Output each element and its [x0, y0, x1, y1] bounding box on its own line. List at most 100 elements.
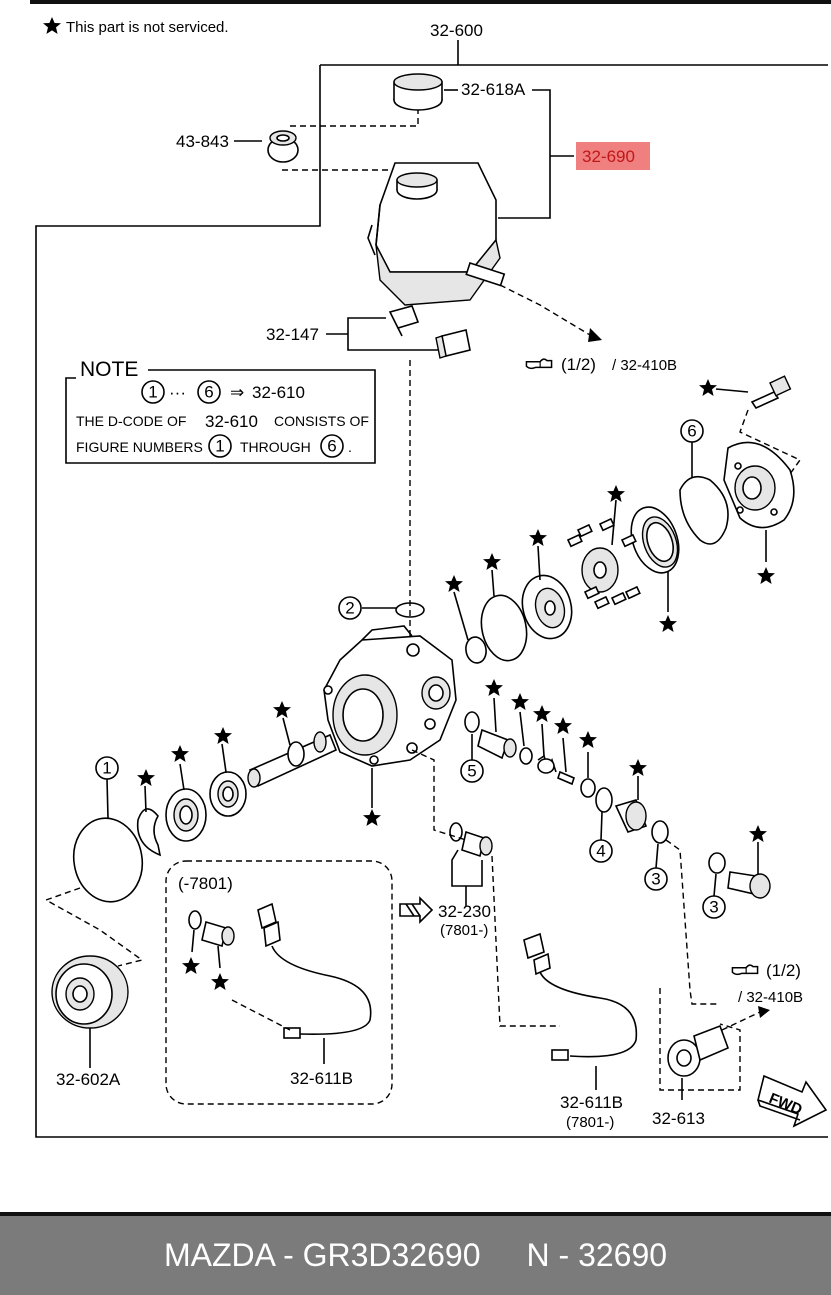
note-arrow: ⇒: [230, 383, 244, 402]
spring-star-icon: [533, 705, 551, 722]
clip-label: 32-147: [266, 325, 319, 344]
cap-label: 32-618A: [461, 80, 526, 99]
valve-star-leader: [493, 697, 497, 733]
note-line2-code: 32-610: [205, 412, 258, 431]
cam-ring: [630, 506, 680, 574]
plate-star-icon: [529, 529, 547, 546]
switch-link: [411, 749, 467, 841]
bearing: [209, 771, 247, 817]
not-serviced-star-icon: [43, 17, 61, 34]
rotor-star-leader: [611, 499, 617, 546]
snap-ring: [136, 808, 162, 857]
grommet-cap-link: [290, 110, 419, 127]
o-ring-3a: [651, 820, 669, 844]
fig-5-circle: [460, 759, 484, 783]
large-o-ring: [480, 594, 528, 662]
not-serviced-note: This part is not serviced.: [66, 19, 229, 36]
shaft-star-icon: [273, 701, 291, 718]
fig-3a-circle: [644, 867, 668, 891]
large-ring-1: [72, 817, 144, 903]
reservoir-highlight-label: 32-690: [582, 147, 635, 166]
fig-6-circle: [680, 419, 704, 443]
plug-star-icon: [629, 759, 647, 776]
note-box: NOTE 1 ··· 6 ⇒ 32-610 THE D-CODE OF 32-6…: [65, 358, 376, 464]
ring-1-leader: [106, 778, 109, 819]
fig-4: 4: [596, 842, 605, 861]
snap-star-leader: [144, 785, 147, 813]
switch-label: 32-230: [438, 902, 491, 921]
o-ring-3b-leader: [713, 873, 717, 897]
top-rule: [30, 0, 831, 4]
clip-lower: [435, 329, 471, 359]
valve-spring: [537, 754, 557, 774]
note-line3-b: THROUGH: [240, 439, 311, 455]
seal-star-icon: [171, 745, 189, 762]
o-ring-2: [395, 602, 425, 618]
small-oring-star-leader: [453, 591, 469, 641]
valve-star-icon: [485, 679, 503, 696]
fig-2: 2: [345, 599, 354, 618]
note-line2-b: CONSISTS OF: [274, 413, 369, 429]
switch-reference-arrow: [399, 896, 434, 924]
switch-range: (7801-): [440, 922, 488, 939]
bolt-star-icon: [699, 379, 717, 396]
pump-body: [323, 625, 457, 767]
note-line3-a: FIGURE NUMBERS: [76, 439, 203, 455]
pressure-switch: [449, 822, 493, 858]
inset-oring-star-leader: [191, 929, 195, 953]
seal-star-leader: [179, 763, 185, 791]
plug-bolt: [727, 871, 771, 899]
side-plate: [521, 574, 573, 640]
o-ring-6: [679, 475, 729, 545]
seat-star-leader: [519, 711, 525, 747]
note-range-dots: ···: [169, 383, 186, 402]
oring-star-icon: [483, 553, 501, 570]
footer-part-number: MAZDA - GR3D32690: [163, 1237, 481, 1273]
small-o-ring: [465, 636, 487, 664]
shaft-star-leader: [282, 717, 291, 746]
union-fitting: [667, 1024, 730, 1077]
union-link-box: [659, 988, 741, 1091]
rotor-assembly: [566, 517, 641, 610]
pulley-link: [44, 887, 144, 967]
grommet-tank-link: [282, 169, 406, 177]
o-ring-5: [464, 711, 480, 733]
inset-range: (-7801): [178, 874, 233, 893]
fig-1-circle: [95, 756, 119, 780]
valve-washer: [580, 778, 596, 798]
note-range-end: 6: [204, 383, 213, 402]
pump-cover-plate: [723, 441, 795, 529]
valve-spring-seat: [519, 747, 533, 765]
cam-star-icon: [659, 615, 677, 632]
pump-shaft: [247, 731, 338, 788]
reservoir-tank: [367, 162, 506, 306]
tank-outlet-arrow-icon: [588, 328, 602, 342]
o-ring-4-leader: [600, 811, 603, 841]
footer-alt-number: N - 32690: [526, 1237, 668, 1273]
fig-5: 5: [467, 762, 476, 781]
inset-sensor-link: [231, 999, 291, 1031]
parts-diagram: This part is not serviced. 32-600 32-618…: [35, 17, 828, 1138]
flow-control-valve: [477, 728, 517, 760]
fig-3a: 3: [651, 870, 660, 889]
sensor-b-range: (7801-): [566, 1114, 614, 1131]
inset-box: [165, 860, 393, 1105]
inset-oring-star-icon: [182, 957, 200, 974]
valve-plug: [614, 799, 648, 833]
washer-star-icon: [579, 731, 597, 748]
note-line3-end: .: [348, 439, 352, 455]
valve-pin: [557, 770, 575, 786]
inset-switch-star-leader: [217, 945, 221, 969]
o-ring-3b: [708, 852, 726, 874]
forward-arrow-icon: FWD: [757, 1074, 828, 1128]
reservoir-cap: [393, 73, 443, 111]
reference-hand-icon-top: [525, 358, 553, 370]
snap-star-icon: [137, 769, 155, 786]
spring-star-leader: [541, 723, 545, 757]
grommet: [267, 130, 299, 163]
reservoir-highlight-box: [576, 142, 650, 170]
pulley: [51, 955, 129, 1029]
fig-3b-circle: [702, 895, 726, 919]
grommet-label: 43-843: [176, 132, 229, 151]
note-line3-n1: 1: [215, 437, 224, 456]
